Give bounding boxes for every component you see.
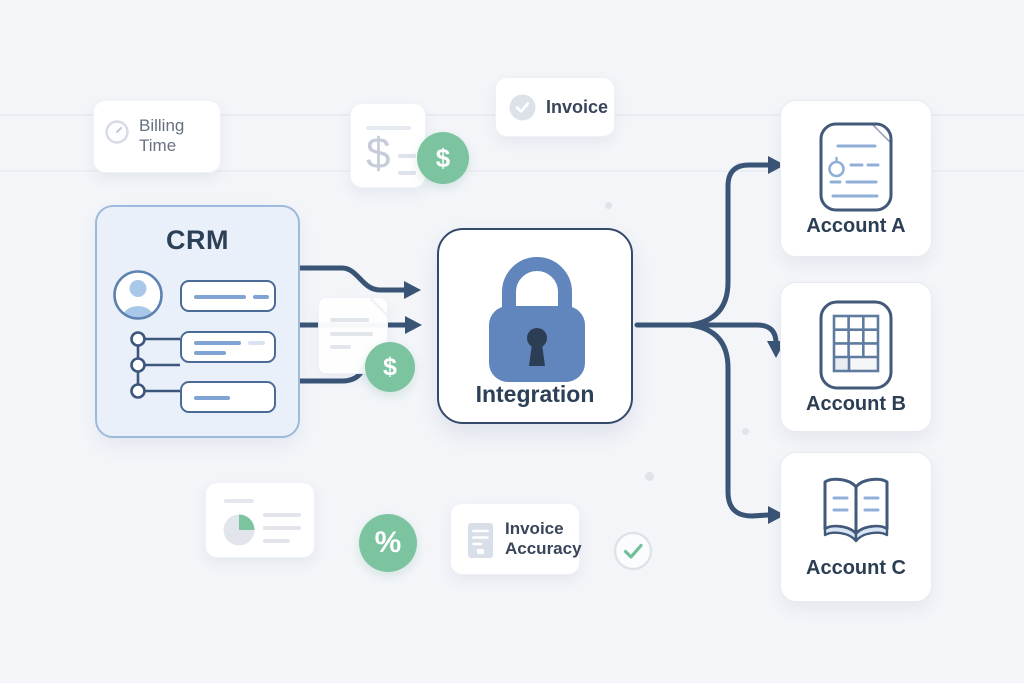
arrow-integration-to-account-a [687, 162, 771, 328]
document-icon [330, 298, 389, 349]
arrowhead-icon [768, 506, 785, 524]
dollar-glyph: $ [366, 129, 391, 178]
open-book-icon [823, 477, 889, 543]
spreadsheet-grid-icon [819, 300, 893, 390]
user-avatar-icon [113, 270, 163, 320]
invoice-lines-icon [468, 523, 493, 558]
billing-time-card: Billing Time [93, 100, 221, 173]
tree-connector-icon [130, 331, 180, 399]
report-card [205, 482, 315, 558]
crm-record-row [180, 381, 276, 413]
record-line [194, 396, 230, 400]
check-outline-icon [613, 531, 653, 571]
arrow-crm-to-integration-1 [297, 265, 407, 293]
bg-dot [742, 428, 749, 435]
crm-title: CRM [166, 225, 229, 255]
statement-line [398, 154, 416, 158]
account-b-node: Account B [780, 282, 932, 432]
integration-title: Integration [475, 381, 595, 407]
account-a-label: Account A [806, 215, 906, 237]
arrow-integration-to-account-c [687, 322, 771, 519]
bg-dot [605, 202, 612, 209]
bg-dot [645, 472, 654, 481]
report-line [263, 526, 301, 530]
record-line [253, 295, 269, 299]
crm-record-row [180, 280, 276, 312]
arrowhead-icon [405, 316, 422, 334]
document-icon [819, 122, 893, 212]
arrowhead-icon [404, 281, 421, 299]
document-ghost-card [318, 297, 389, 374]
record-line [194, 351, 226, 355]
dollar-badge-top: $ [417, 132, 469, 184]
dollar-badge-mid: $ [365, 342, 415, 392]
report-line [224, 499, 254, 503]
percent-badge: % [359, 514, 417, 572]
record-line [248, 341, 265, 345]
dollar-statement-card: $ [350, 103, 426, 188]
report-line [263, 513, 301, 517]
invoice-accuracy-card: Invoice Accuracy [450, 503, 582, 575]
account-a-node: Account A [780, 100, 932, 257]
record-line [194, 295, 246, 299]
account-c-node: Account C [780, 452, 932, 602]
record-line [194, 341, 241, 345]
invoice-label: Invoice [546, 97, 609, 117]
crm-node: CRM [95, 205, 300, 438]
account-b-label: Account B [806, 393, 906, 415]
invoice-card: Invoice [495, 77, 615, 137]
statement-line [398, 171, 416, 175]
bg-grid-line [0, 170, 1024, 172]
invoice-accuracy-label: Invoice Accuracy [505, 519, 582, 559]
check-circle-icon [509, 94, 536, 121]
billing-time-label: Billing Time [139, 116, 185, 156]
report-line [263, 539, 290, 543]
lock-icon [489, 257, 585, 382]
pie-chart-icon [223, 514, 255, 546]
arrowhead-icon [768, 156, 785, 174]
account-c-label: Account C [806, 557, 906, 579]
crm-record-row [180, 331, 276, 363]
integration-node: Integration [437, 228, 633, 424]
statement-line [366, 126, 411, 130]
clock-icon [105, 120, 129, 144]
